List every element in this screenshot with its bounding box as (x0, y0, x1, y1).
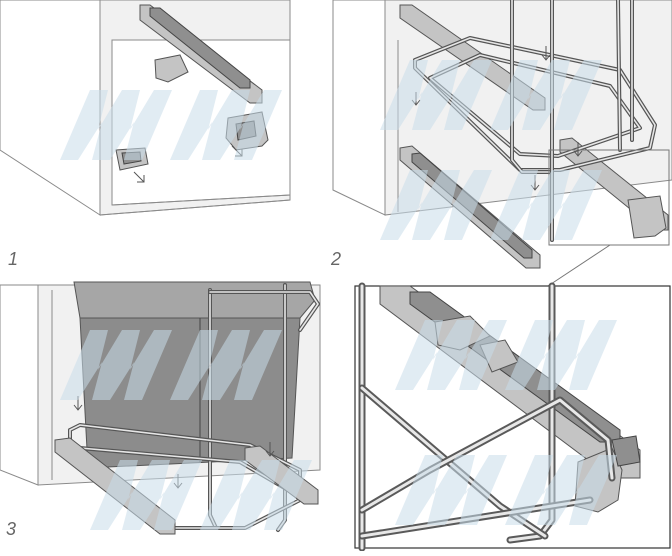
detail-leader-line (547, 244, 611, 287)
watermark-logo (60, 90, 282, 160)
watermark-logos (60, 60, 617, 530)
panel-2-wire-basket (413, 0, 657, 242)
panel-1-arrow-left (133, 171, 145, 183)
panel-3-cabinet-side (0, 284, 39, 486)
panel-2-cabinet-side (332, 0, 386, 216)
watermark-logo (60, 330, 282, 400)
step-number-3: 3 (6, 519, 17, 539)
watermark-logo (380, 60, 602, 130)
panel-2 (332, 0, 672, 287)
step-number-1: 1 (8, 249, 19, 269)
watermark-logo (90, 460, 312, 530)
watermark-logo (380, 170, 602, 240)
panel-3-arrow-3 (265, 442, 275, 457)
watermark-logo (395, 455, 617, 525)
watermark-logo (395, 320, 617, 390)
step-number-2: 2 (331, 249, 342, 269)
panel-4-detail (354, 282, 671, 552)
panel-2-right-bracket (627, 195, 667, 239)
panel-1-rear-bracket (154, 54, 189, 83)
panel-2-arrow-2 (541, 46, 551, 61)
panel-2-arrow-4 (573, 142, 583, 157)
